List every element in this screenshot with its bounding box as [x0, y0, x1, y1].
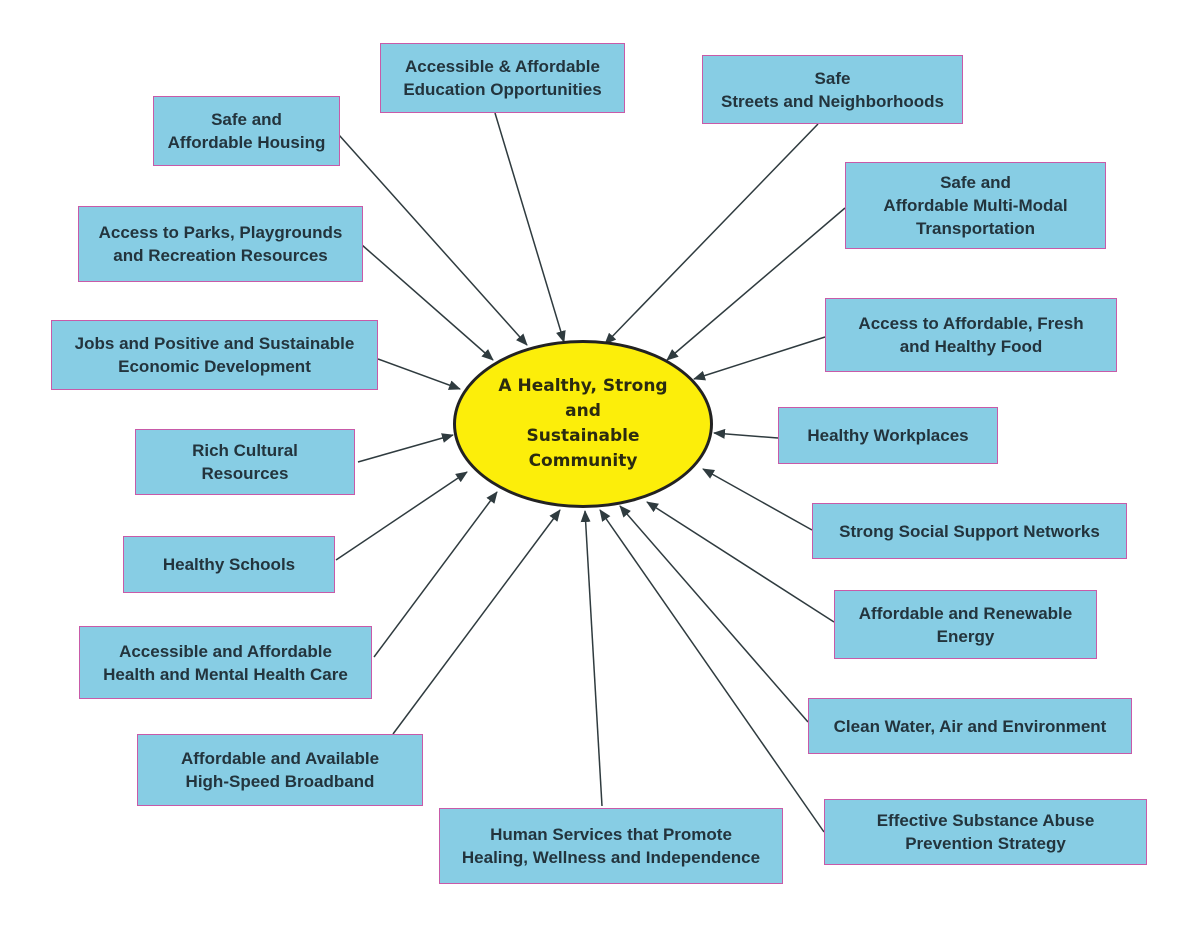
factor-box-healthcare: Accessible and Affordable Health and Men…	[79, 626, 372, 699]
arrow-education	[494, 112, 566, 343]
factor-label-line: Affordable and Renewable	[858, 603, 1073, 623]
factor-label-line: Resources	[201, 464, 289, 483]
arrow-healthcare	[373, 491, 498, 658]
factor-label-line: Affordable and Available	[180, 749, 380, 768]
factor-box-energy: Affordable and Renewable Energy	[834, 590, 1097, 659]
factor-box-transportation: Safe and Affordable Multi-Modal Transpor…	[845, 162, 1106, 249]
arrow-culture	[357, 433, 454, 463]
factor-label-line: Clean Water, Air and Environment	[833, 716, 1107, 736]
factor-label-line: Accessible & Affordable	[405, 57, 600, 76]
factor-label-line: Education Opportunities	[403, 80, 602, 99]
arrow-jobs	[377, 358, 461, 390]
factor-label-line: Healthy Workplaces	[807, 426, 969, 445]
factor-label-line: Health and Mental Health Care	[103, 664, 348, 684]
factor-label-line: Strong Social Support Networks	[839, 521, 1100, 541]
arrow-energy	[646, 501, 835, 623]
arrow-workplaces	[713, 428, 779, 439]
arrow-environment	[619, 505, 809, 723]
central-community-node: A Healthy, Strong and Sustainable Commun…	[453, 340, 713, 508]
factor-label-line: and Recreation Resources	[113, 246, 328, 265]
arrow-substance	[599, 509, 825, 833]
factor-label-line: Healing, Wellness and Independence	[461, 848, 761, 867]
factor-label-line: Access to Parks, Playgrounds	[98, 223, 343, 242]
center-line-2: and	[565, 401, 601, 421]
factor-box-broadband: Affordable and Available High-Speed Broa…	[137, 734, 423, 806]
factor-box-parks: Access to Parks, Playgrounds and Recreat…	[78, 206, 363, 282]
factor-label-line: Streets and Neighborhoods	[721, 91, 944, 111]
factor-label-line: Energy	[936, 626, 995, 646]
arrow-social	[702, 468, 813, 531]
factor-box-social: Strong Social Support Networks	[812, 503, 1127, 559]
factor-label-line: Jobs and Positive and Sustainable	[74, 334, 355, 353]
factor-label-line: and Healthy Food	[899, 337, 1043, 356]
factor-box-housing: Safe and Affordable Housing	[153, 96, 340, 166]
factor-label-line: Prevention Strategy	[905, 834, 1066, 853]
factor-box-education: Accessible & Affordable Education Opport…	[380, 43, 625, 113]
factor-box-schools: Healthy Schools	[123, 536, 335, 593]
factor-label-line: Accessible and Affordable	[119, 641, 332, 661]
arrow-parks	[361, 244, 494, 361]
factor-box-environment: Clean Water, Air and Environment	[808, 698, 1132, 754]
factor-label-line: Safe and	[211, 110, 282, 129]
factor-box-substance: Effective Substance Abuse Prevention Str…	[824, 799, 1147, 865]
factor-box-culture: Rich Cultural Resources	[135, 429, 355, 495]
factor-label-line: Healthy Schools	[162, 555, 296, 574]
factor-label-line: Affordable Housing	[167, 133, 326, 152]
factor-label-line: Access to Affordable, Fresh	[858, 314, 1084, 333]
arrow-transportation	[666, 207, 846, 361]
arrow-schools	[335, 471, 468, 561]
factor-label-line: Safe and	[940, 173, 1011, 192]
factor-box-food: Access to Affordable, Fresh and Healthy …	[825, 298, 1117, 372]
factor-label-line: High-Speed Broadband	[185, 772, 375, 791]
center-line-4: Community	[528, 451, 638, 471]
factor-label-line: Rich Cultural	[192, 441, 298, 460]
arrow-human-services	[580, 510, 603, 807]
center-line-3: Sustainable	[526, 426, 640, 446]
factor-box-human-services: Human Services that Promote Healing, Wel…	[439, 808, 783, 884]
arrow-broadband	[392, 509, 561, 735]
factor-label-line: Effective Substance Abuse	[876, 811, 1095, 830]
factor-label-line: Economic Development	[118, 357, 311, 376]
center-line-1: A Healthy, Strong	[498, 376, 668, 396]
factor-box-workplaces: Healthy Workplaces	[778, 407, 998, 464]
factor-box-streets: Safe Streets and Neighborhoods	[702, 55, 963, 124]
arrow-streets	[604, 123, 819, 345]
factor-label-line: Affordable Multi-Modal	[883, 196, 1068, 215]
factor-label-line: Transportation	[915, 219, 1035, 238]
factor-box-jobs: Jobs and Positive and Sustainable Econom…	[51, 320, 378, 390]
arrow-food	[693, 336, 826, 381]
factor-label-line: Safe	[814, 68, 851, 88]
arrow-housing	[338, 134, 528, 346]
factor-label-line: Human Services that Promote	[490, 825, 732, 844]
